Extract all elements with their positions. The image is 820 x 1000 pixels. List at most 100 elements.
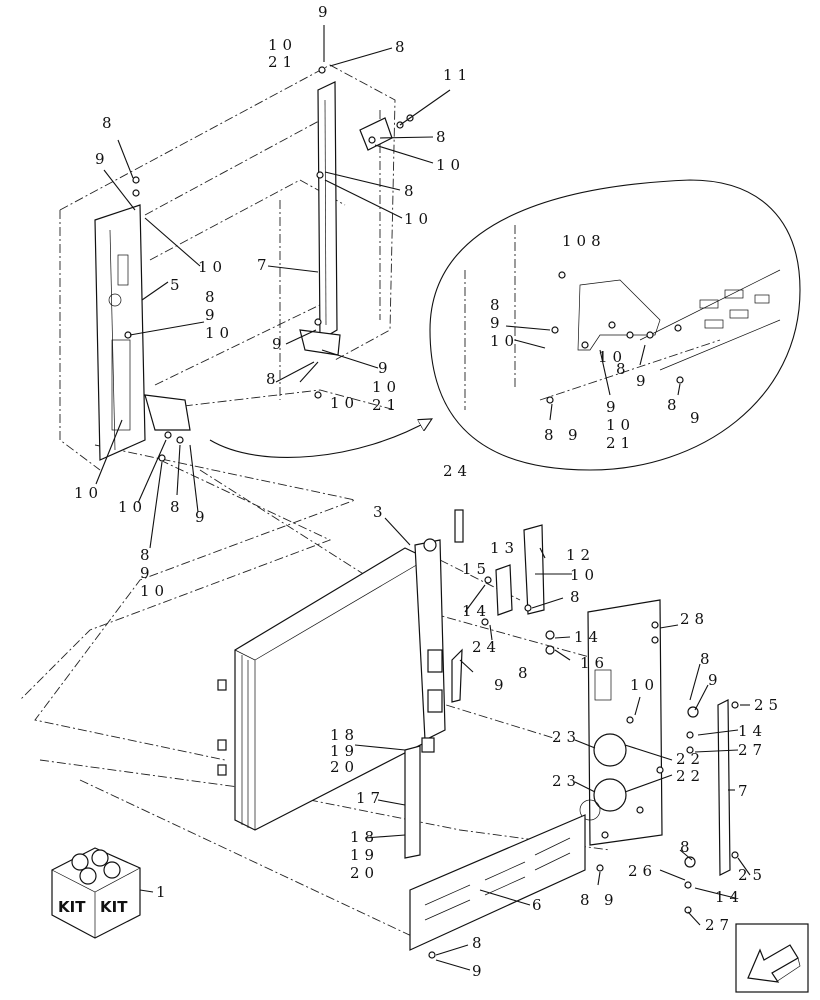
callout: 10 xyxy=(198,258,227,276)
callout: 9 xyxy=(272,335,287,353)
callout: 27 xyxy=(738,741,767,759)
callout: 16 xyxy=(580,654,609,672)
leader-lines-bottom xyxy=(139,517,751,971)
callout: 9 xyxy=(318,3,333,21)
callout: 10 xyxy=(140,582,169,600)
callout: 20 xyxy=(350,864,379,882)
callout: 10 xyxy=(118,498,147,516)
callout: 8 xyxy=(667,396,682,414)
callout: 25 xyxy=(754,696,783,714)
callout: 10 xyxy=(330,394,359,412)
callout: 8 xyxy=(404,182,419,200)
radiator-housing xyxy=(59,64,414,471)
arrow-left-down-icon[interactable] xyxy=(735,923,809,993)
callout: 15 xyxy=(462,560,491,578)
callout: 10 xyxy=(436,156,465,174)
callout: 8 xyxy=(680,838,695,856)
callout: 10 xyxy=(490,332,519,350)
callout: 8 xyxy=(490,296,505,314)
callout: 9 xyxy=(140,564,155,582)
callout: 9 xyxy=(472,962,487,980)
callout: 17 xyxy=(356,789,385,807)
callout: 10 xyxy=(268,36,297,54)
callout: 13 xyxy=(490,539,519,557)
callout: 108 xyxy=(562,232,606,250)
callout: 23 xyxy=(552,772,581,790)
callout: 8 xyxy=(570,588,585,606)
callout: 21 xyxy=(606,434,635,452)
callout: 8 xyxy=(395,38,410,56)
callout: 9 xyxy=(708,671,723,689)
callout: 24 xyxy=(443,462,472,480)
callout: 9 xyxy=(568,426,583,444)
callout: 8 xyxy=(266,370,281,388)
callout: 28 xyxy=(680,610,709,628)
callout: 8 xyxy=(544,426,559,444)
callout: 9 xyxy=(494,676,509,694)
callout: 11 xyxy=(443,66,472,84)
callout: 10 xyxy=(630,676,659,694)
callout: 9 xyxy=(636,372,651,390)
callout: 9 xyxy=(378,359,393,377)
callout: 10 xyxy=(606,416,635,434)
callout: 8 xyxy=(205,288,220,306)
detail-zoom xyxy=(429,179,801,471)
radiator-core xyxy=(217,538,446,831)
callout: 12 xyxy=(566,546,595,564)
callout: 18 xyxy=(330,726,359,744)
callout: 20 xyxy=(330,758,359,776)
callout: 19 xyxy=(350,846,379,864)
callout: 22 xyxy=(676,767,705,785)
kit-box: KIT KIT xyxy=(51,847,141,939)
callout: 10 xyxy=(598,348,627,366)
callout: 24 xyxy=(472,638,501,656)
callout: 8 xyxy=(140,546,155,564)
callout: 10 xyxy=(570,566,599,584)
callout: 10 xyxy=(205,324,234,342)
callout: 7 xyxy=(257,256,272,274)
kit-label-left: KIT xyxy=(58,898,86,916)
callout: 8 xyxy=(170,498,185,516)
callout: 9 xyxy=(490,314,505,332)
callout: 22 xyxy=(676,750,705,768)
callout: 27 xyxy=(705,916,734,934)
callout: 21 xyxy=(372,396,401,414)
callout: 9 xyxy=(690,409,705,427)
callout: 8 xyxy=(472,934,487,952)
callout: 7 xyxy=(738,782,753,800)
callout: 23 xyxy=(552,728,581,746)
callout: 8 xyxy=(518,664,533,682)
callout: 8 xyxy=(700,650,715,668)
brackets-middle xyxy=(404,509,555,859)
callout: 26 xyxy=(628,862,657,880)
callout: 10 xyxy=(74,484,103,502)
callout: 8 xyxy=(436,128,451,146)
callout: 10 xyxy=(372,378,401,396)
callout: 6 xyxy=(532,896,547,914)
callout: 10 xyxy=(404,210,433,228)
callout: 18 xyxy=(350,828,379,846)
callout: 21 xyxy=(268,53,297,71)
callout: 14 xyxy=(715,888,744,906)
callout: 9 xyxy=(195,508,210,526)
callout: 9 xyxy=(95,150,110,168)
callout-labels: 9 10 21 8 11 8 10 8 10 8 9 10 7 5 8 9 10… xyxy=(74,3,783,980)
callout: 9 xyxy=(205,306,220,324)
callout: 8 xyxy=(102,114,117,132)
callout: 19 xyxy=(330,742,359,760)
leader-lines-top xyxy=(95,25,451,549)
callout: 8 xyxy=(580,891,595,909)
callout: 9 xyxy=(604,891,619,909)
callout: 3 xyxy=(373,503,388,521)
bottom-grille xyxy=(409,814,604,959)
callout: 8 xyxy=(616,360,631,378)
zoom-arrow xyxy=(209,420,430,458)
callout: 25 xyxy=(738,866,767,884)
kit-label-right: KIT xyxy=(100,898,128,916)
callout: 9 xyxy=(606,398,621,416)
side-panel xyxy=(579,599,739,914)
callout: 14 xyxy=(738,722,767,740)
callout: 5 xyxy=(170,276,185,294)
callout: 14 xyxy=(462,602,491,620)
